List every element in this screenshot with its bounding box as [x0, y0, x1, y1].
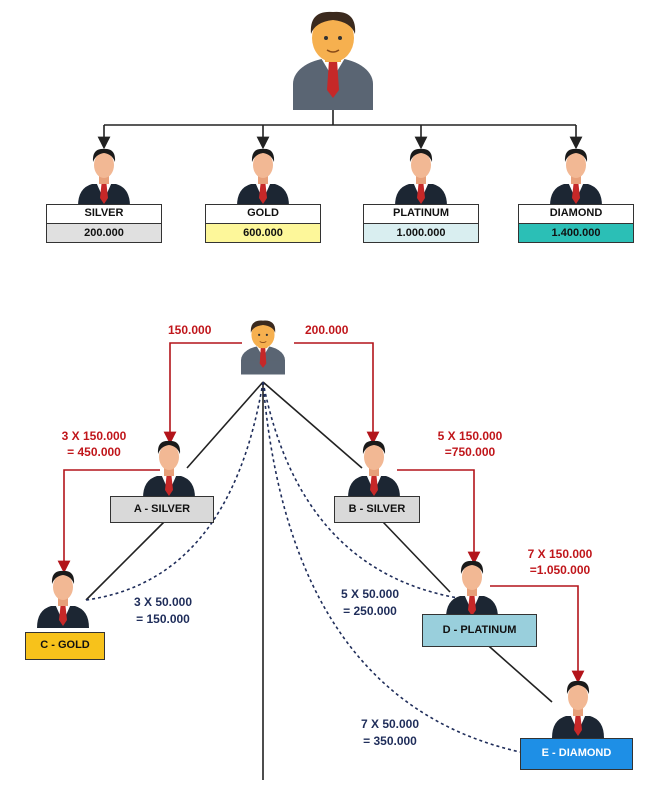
- c-override-line2: = 150.000: [136, 612, 190, 626]
- tier-silver-value: 200.000: [46, 224, 162, 243]
- red-arrow-root-b: [294, 342, 380, 445]
- d-override-line2: = 250.000: [343, 604, 397, 618]
- tier-platinum-value: 1.000.000: [363, 224, 479, 243]
- red-arrow-a-c: [57, 469, 160, 574]
- d-override-line1: 5 X 50.000: [340, 587, 400, 601]
- node-c-gold: C - GOLD: [25, 632, 105, 660]
- e-override-line1: 7 X 50.000: [360, 717, 420, 731]
- member-e-icon: [552, 680, 604, 738]
- tier-diamond-value: 1.400.000: [518, 224, 634, 243]
- node-a-silver: A - SILVER: [110, 496, 214, 523]
- line-a-c: [85, 521, 165, 601]
- line-b-d: [382, 521, 451, 593]
- c-override-line1: 3 X 50.000: [133, 595, 193, 609]
- d-bonus-line2: =1.050.000: [529, 563, 591, 577]
- member-d-icon: [446, 560, 498, 618]
- override-curve-e: [262, 381, 521, 753]
- node-b-silver: B - SILVER: [334, 496, 420, 523]
- tier-gold-label: GOLD: [205, 204, 321, 224]
- direct-bonus-right: 200.000: [305, 323, 349, 337]
- member-b-icon: [348, 440, 400, 498]
- red-arrow-d-e: [490, 585, 585, 684]
- red-arrow-root-a: [163, 342, 242, 445]
- override-curve-d: [262, 381, 459, 599]
- line-root-a: [186, 381, 264, 469]
- tier-silver-label: SILVER: [46, 204, 162, 224]
- tier-diamond-label: DIAMOND: [518, 204, 634, 224]
- override-curve-c: [85, 381, 264, 601]
- a-bonus-line1: 3 X 150.000: [61, 429, 127, 443]
- top-manager-icon: [292, 11, 374, 111]
- line-d-e: [481, 639, 553, 703]
- node-e-diamond: E - DIAMOND: [520, 738, 633, 770]
- line-root-b: [262, 381, 363, 469]
- e-override-line2: = 350.000: [363, 734, 417, 748]
- diamond-member-icon: [550, 148, 602, 206]
- b-bonus-line1: 5 X 150.000: [437, 429, 503, 443]
- direct-bonus-left: 150.000: [168, 323, 212, 337]
- network-root-manager-icon: [240, 320, 286, 375]
- platinum-member-icon: [395, 148, 447, 206]
- member-c-icon: [37, 570, 89, 628]
- b-bonus-line2: =750.000: [444, 445, 496, 459]
- gold-member-icon: [237, 148, 289, 206]
- silver-member-icon: [78, 148, 130, 206]
- tier-gold-value: 600.000: [205, 224, 321, 243]
- red-arrow-b-d: [397, 469, 481, 565]
- a-bonus-line2: = 450.000: [67, 445, 121, 459]
- d-bonus-line1: 7 X 150.000: [527, 547, 593, 561]
- node-d-platinum: D - PLATINUM: [422, 614, 537, 647]
- tier-platinum-label: PLATINUM: [363, 204, 479, 224]
